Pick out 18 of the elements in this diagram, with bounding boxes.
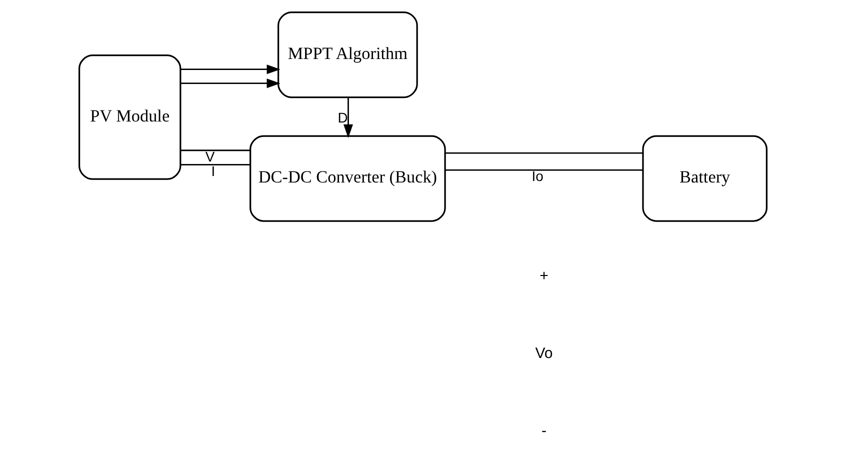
label: + [539, 267, 548, 284]
edge-label: D [337, 109, 348, 126]
connector [444, 169, 642, 171]
connector [180, 150, 250, 152]
connector [180, 164, 250, 166]
node-box: PV Module [78, 54, 181, 180]
edge-label: V [204, 148, 214, 165]
label: Vo [534, 344, 552, 362]
arrow [180, 78, 280, 88]
edge-label: Io [531, 168, 543, 184]
arrow [342, 97, 352, 138]
connector [444, 152, 642, 154]
arrow [180, 64, 280, 74]
edge-label: I [210, 162, 215, 179]
label: - [541, 422, 546, 440]
node-box: DC-DC Converter (Buck) [249, 135, 446, 222]
node-box: MPPT Algorithm [277, 12, 418, 98]
node-box: Battery [642, 135, 767, 222]
